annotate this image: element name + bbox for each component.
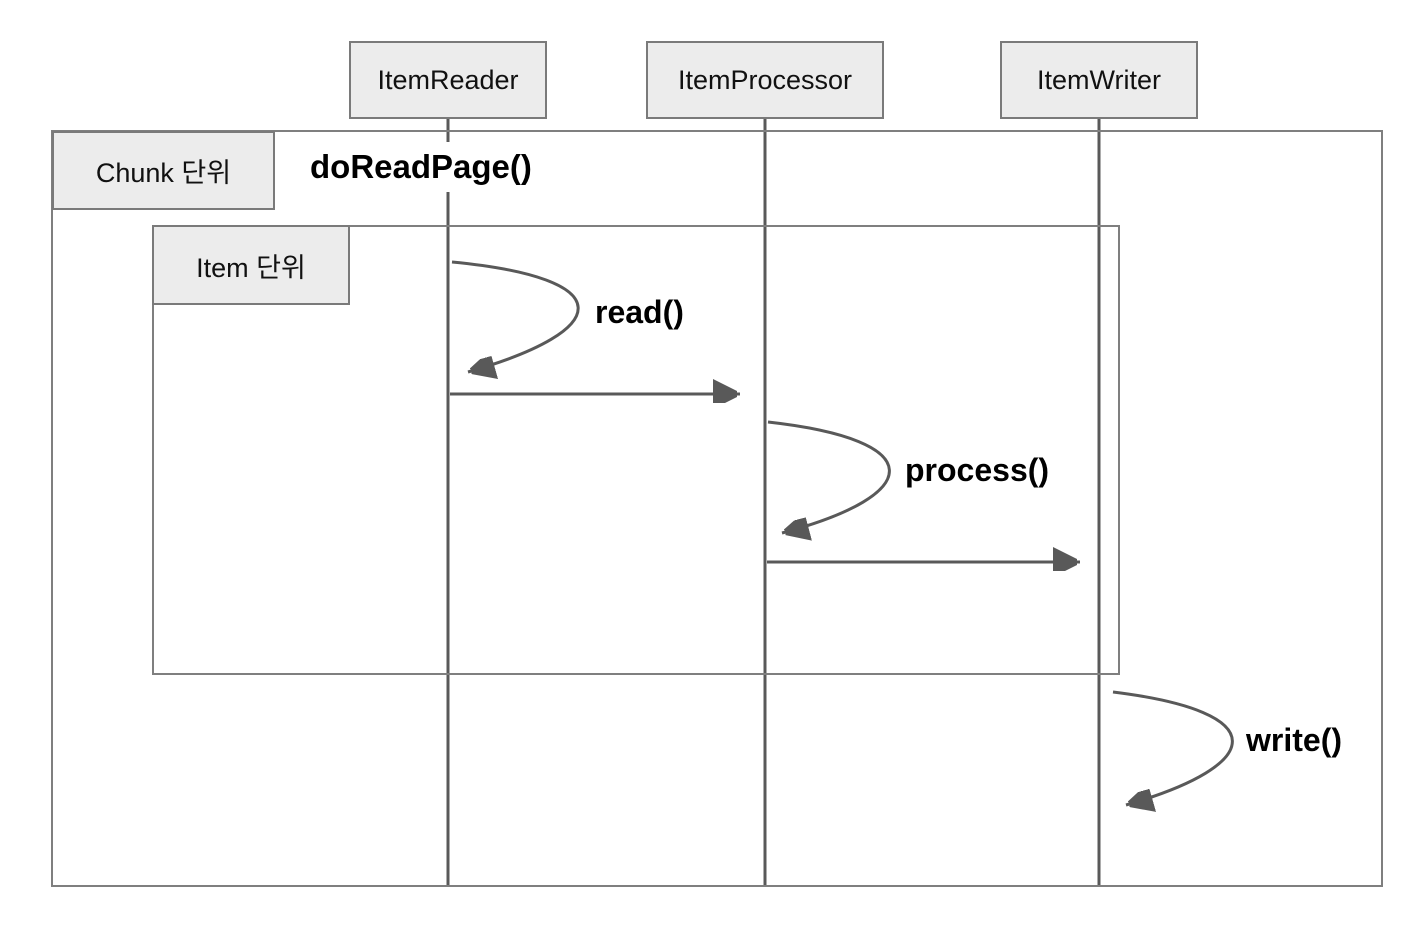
participant-itemwriter: ItemWriter xyxy=(1000,41,1198,119)
item-frame-label-text: Item 단위 xyxy=(196,252,306,283)
chunk-frame-label-text: Chunk 단위 xyxy=(95,158,232,188)
participant-itemprocessor-label: ItemProcessor xyxy=(677,64,853,95)
label-read: read() xyxy=(595,294,684,331)
label-doreadpage: doReadPage() xyxy=(300,142,542,192)
write-self-arrow xyxy=(1112,690,1234,805)
label-write-text: write() xyxy=(1246,722,1342,758)
participant-itemprocessor: ItemProcessor xyxy=(646,41,884,119)
participant-itemwriter-label: ItemWriter xyxy=(1036,64,1161,95)
process-self-arrow xyxy=(767,420,891,533)
participant-itemreader-label: ItemReader xyxy=(377,64,519,95)
label-doreadpage-text: doReadPage() xyxy=(310,148,532,185)
item-frame-label: Item 단위 xyxy=(152,225,350,305)
label-write: write() xyxy=(1246,722,1342,759)
label-read-text: read() xyxy=(595,294,684,330)
read-self-arrow xyxy=(451,260,580,372)
label-process-text: process() xyxy=(905,452,1050,488)
label-process: process() xyxy=(905,452,1049,489)
chunk-frame-label: Chunk 단위 xyxy=(52,131,275,210)
participant-itemreader: ItemReader xyxy=(349,41,547,119)
